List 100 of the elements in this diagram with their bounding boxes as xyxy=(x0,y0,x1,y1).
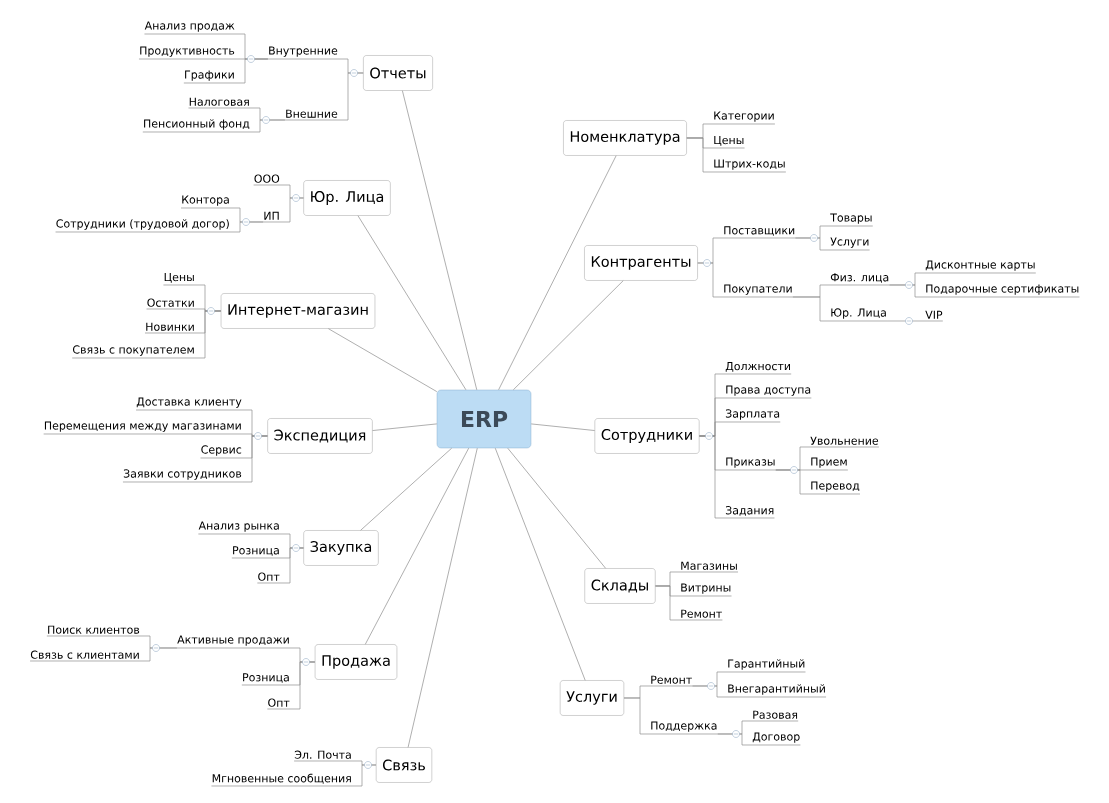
subtopic-text: Зарплата xyxy=(725,409,780,420)
connector-line xyxy=(328,328,438,392)
subtopic-text: Ремонт xyxy=(651,675,692,684)
branch-line xyxy=(29,647,178,662)
subtopic-text: Эл. Почта xyxy=(294,750,351,759)
connector-line xyxy=(530,423,595,431)
subtopic-text: Штрих-коды xyxy=(714,159,785,170)
branch-line xyxy=(55,221,264,233)
subtopic-text: Внегарантийный xyxy=(728,684,825,695)
branch-line xyxy=(262,197,304,223)
subtopic-text: Категории xyxy=(714,111,774,122)
subtopic-text: Перемещения между магазинами xyxy=(44,421,241,432)
subtopic-text: Графики xyxy=(185,70,234,81)
topic-box: Закупка xyxy=(303,530,379,566)
subtopic-text: Розница xyxy=(233,546,279,556)
subtopic-text: Перевод xyxy=(811,481,860,492)
subtopic-text: Опт xyxy=(268,698,290,707)
topic-box: Юр. Лица xyxy=(303,180,391,216)
subtopic-text: Заявки сотрудников xyxy=(123,469,242,480)
connector-line xyxy=(357,215,467,391)
subtopic-text: Поддержка xyxy=(651,721,717,732)
connector-line xyxy=(498,155,617,391)
topic-box: Продажа xyxy=(314,644,398,680)
topic-box: Сотрудники xyxy=(594,418,700,454)
subtopic-text: Разовая xyxy=(753,710,798,719)
branch-line xyxy=(792,296,888,322)
topic-box: Номенклатура xyxy=(563,120,687,156)
connector-line xyxy=(407,447,478,748)
branch-line xyxy=(886,320,944,322)
subtopic-text: Розница xyxy=(243,673,289,683)
subtopic-text: Магазины xyxy=(681,561,737,570)
branch-line xyxy=(717,733,801,746)
subtopic-text: Поставщики xyxy=(724,226,795,236)
connector-line xyxy=(513,280,624,391)
subtopic-text: Прием xyxy=(811,457,847,468)
subtopic-text: Остатки xyxy=(147,298,194,307)
branch-line xyxy=(284,72,364,121)
connector-line xyxy=(360,447,453,531)
branch-line xyxy=(795,237,870,251)
branch-line xyxy=(142,119,286,133)
topic-box: Связь xyxy=(376,747,433,783)
branch-line xyxy=(71,310,222,359)
subtopic-text: ИП xyxy=(264,211,279,220)
subtopic-text: Анализ продаж xyxy=(144,21,235,32)
subtopic-text: Должности xyxy=(725,362,790,372)
subtopic-text: Анализ рынка xyxy=(198,521,279,532)
subtopic-text: Подарочные сертификаты xyxy=(926,284,1079,295)
subtopic-text: Товары xyxy=(830,213,872,224)
subtopic-text: Мгновенные сообщения xyxy=(212,773,351,784)
branch-line xyxy=(692,685,827,698)
subtopic-text: Внутренние xyxy=(269,46,338,57)
branch-line xyxy=(697,262,794,298)
connector-line xyxy=(507,447,606,569)
subtopic-text: Витрины xyxy=(681,583,731,594)
topic-box: Интернет-магазин xyxy=(220,293,376,329)
topic-box: Услуги xyxy=(559,680,625,716)
branch-line xyxy=(122,435,268,483)
subtopic-text: Доставка клиенту xyxy=(136,397,242,408)
central-topic-box: ERP xyxy=(436,389,532,449)
connector-line xyxy=(494,447,586,681)
subtopic-text: Приказы xyxy=(726,457,775,468)
subtopic-text: Связь с клиентами xyxy=(30,650,139,659)
subtopic-text: VIP xyxy=(925,310,943,319)
branch-line xyxy=(655,585,723,621)
subtopic-text: Связь с покупателем xyxy=(73,345,194,356)
subtopic-text: Поиск клиентов xyxy=(48,625,140,634)
subtopic-text: Цены xyxy=(714,136,744,146)
subtopic-text: Цены xyxy=(164,273,194,283)
topic-box: Склады xyxy=(584,568,656,604)
subtopic-text: Права доступа xyxy=(726,385,811,396)
subtopic-text: Физ. лица xyxy=(830,273,889,283)
subtopic-text: Увольнение xyxy=(810,436,879,445)
branch-line xyxy=(889,284,1080,298)
subtopic-text: Пенсионный фонд xyxy=(144,119,250,130)
subtopic-text: Активные продажи xyxy=(177,635,289,646)
subtopic-text: Налоговая xyxy=(189,97,249,106)
subtopic-text: ООО xyxy=(254,174,280,183)
branch-line xyxy=(183,58,269,84)
subtopic-text: Сервис xyxy=(201,445,242,456)
branch-line xyxy=(267,661,316,710)
subtopic-text: Покупатели xyxy=(724,284,792,295)
topic-box: Экспедиция xyxy=(267,418,373,454)
branch-line xyxy=(699,435,775,519)
connector-line xyxy=(372,423,438,431)
branch-line xyxy=(623,697,718,735)
subtopic-text: Задания xyxy=(725,506,774,516)
subtopic-text: Опт xyxy=(258,572,280,581)
subtopic-text: Сотрудники (трудовой догор) xyxy=(56,219,229,230)
subtopic-text: Ремонт xyxy=(681,609,722,618)
subtopic-text: Договор xyxy=(752,732,800,743)
branch-line xyxy=(211,764,377,787)
branch-line xyxy=(257,547,304,584)
connector-line xyxy=(402,90,478,391)
topic-box: Отчеты xyxy=(363,55,433,91)
subtopic-text: Контора xyxy=(182,195,229,206)
subtopic-text: Продуктивность xyxy=(140,46,235,57)
connector-line xyxy=(364,447,470,645)
subtopic-text: Внешние xyxy=(286,109,338,118)
branch-line xyxy=(686,137,787,173)
subtopic-text: Юр. Лица xyxy=(831,308,886,319)
